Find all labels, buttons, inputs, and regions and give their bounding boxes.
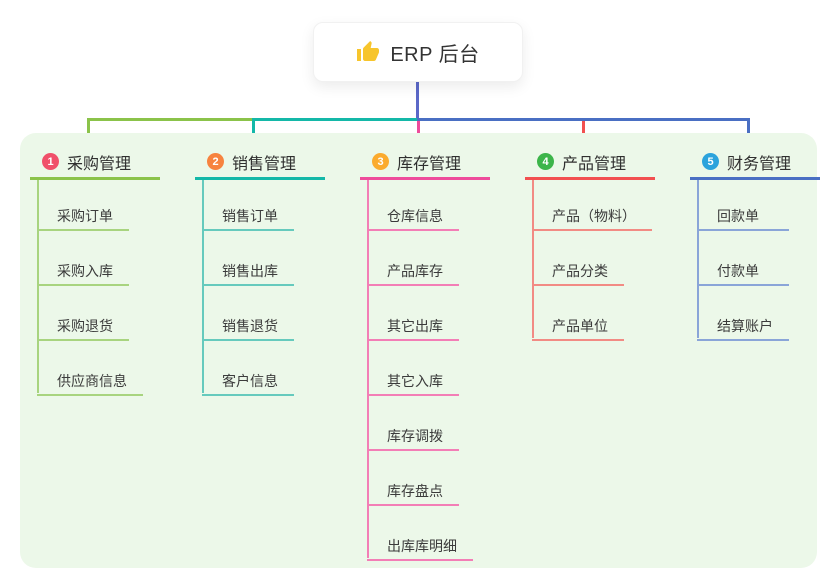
branch-number-badge: 2 — [207, 153, 224, 170]
child-node[interactable]: 产品库存 — [367, 252, 459, 286]
branch-connector-line — [532, 180, 534, 338]
branch-column-2: 2 销售管理 销售订单销售出库销售退货客户信息 — [195, 146, 345, 396]
child-node-label: 结算账户 — [717, 318, 773, 334]
child-node-label: 付款单 — [717, 263, 759, 279]
child-node-label: 供应商信息 — [57, 373, 127, 389]
child-node-label: 采购订单 — [57, 208, 113, 224]
branch-header[interactable]: 3 库存管理 — [360, 146, 490, 180]
branch-column-1: 1 采购管理 采购订单采购入库采购退货供应商信息 — [30, 146, 180, 396]
child-node[interactable]: 出库库明细 — [367, 527, 473, 561]
child-node-label: 回款单 — [717, 208, 759, 224]
branch-number-badge: 4 — [537, 153, 554, 170]
child-node-label: 其它出库 — [387, 318, 443, 334]
child-node[interactable]: 库存调拨 — [367, 417, 459, 451]
child-node-label: 产品单位 — [552, 318, 608, 334]
branch-label: 采购管理 — [67, 155, 132, 173]
child-node[interactable]: 销售退货 — [202, 307, 294, 341]
child-node[interactable]: 销售订单 — [202, 197, 294, 231]
child-node-label: 库存调拨 — [387, 428, 443, 444]
branch-connector-line — [202, 180, 204, 393]
branch-label: 销售管理 — [232, 155, 297, 173]
child-node-label: 客户信息 — [222, 373, 278, 389]
child-node[interactable]: 产品单位 — [532, 307, 624, 341]
branch-label: 产品管理 — [562, 155, 627, 173]
child-node-label: 产品库存 — [387, 263, 443, 279]
child-node[interactable]: 采购入库 — [37, 252, 129, 286]
branch-number-badge: 5 — [702, 153, 719, 170]
child-node-label: 产品分类 — [552, 263, 608, 279]
child-node[interactable]: 采购退货 — [37, 307, 129, 341]
bus-segment-1 — [87, 118, 252, 121]
branch-number-badge: 1 — [42, 153, 59, 170]
branch-label: 财务管理 — [727, 155, 792, 173]
root-node-title: ERP 后台 — [390, 43, 480, 66]
child-node[interactable]: 客户信息 — [202, 362, 294, 396]
bus-segment-2 — [252, 118, 417, 121]
child-node-label: 库存盘点 — [387, 483, 443, 499]
child-node-label: 仓库信息 — [387, 208, 443, 224]
child-node-label: 销售出库 — [222, 263, 278, 279]
branch-header[interactable]: 4 产品管理 — [525, 146, 655, 180]
branch-group-panel — [20, 133, 817, 568]
branch-label: 库存管理 — [397, 155, 462, 173]
branch-connector-line — [37, 180, 39, 393]
child-node[interactable]: 回款单 — [697, 197, 789, 231]
child-node[interactable]: 供应商信息 — [37, 362, 143, 396]
branch-column-5: 5 财务管理 回款单付款单结算账户 — [690, 146, 839, 341]
child-node[interactable]: 库存盘点 — [367, 472, 459, 506]
branch-header[interactable]: 2 销售管理 — [195, 146, 325, 180]
branch-column-3: 3 库存管理 仓库信息产品库存其它出库其它入库库存调拨库存盘点出库库明细 — [360, 146, 510, 561]
child-node[interactable]: 其它入库 — [367, 362, 459, 396]
child-node[interactable]: 付款单 — [697, 252, 789, 286]
child-node-label: 销售订单 — [222, 208, 278, 224]
root-node[interactable]: ERP 后台 — [313, 22, 523, 82]
child-node-label: 销售退货 — [222, 318, 278, 334]
child-node[interactable]: 仓库信息 — [367, 197, 459, 231]
root-stem-line — [416, 82, 419, 121]
child-node-label: 采购入库 — [57, 263, 113, 279]
child-node-label: 出库库明细 — [387, 538, 457, 554]
branch-header[interactable]: 5 财务管理 — [690, 146, 820, 180]
thumbs-up-icon — [357, 41, 380, 61]
child-node-label: 采购退货 — [57, 318, 113, 334]
child-node[interactable]: 产品分类 — [532, 252, 624, 286]
branch-header[interactable]: 1 采购管理 — [30, 146, 160, 180]
child-node[interactable]: 产品（物料） — [532, 197, 652, 231]
child-node[interactable]: 其它出库 — [367, 307, 459, 341]
child-node[interactable]: 结算账户 — [697, 307, 789, 341]
child-node[interactable]: 销售出库 — [202, 252, 294, 286]
branch-number-badge: 3 — [372, 153, 389, 170]
child-node-label: 其它入库 — [387, 373, 443, 389]
branch-connector-line — [367, 180, 369, 558]
branch-connector-line — [697, 180, 699, 338]
child-node-label: 产品（物料） — [552, 208, 636, 224]
bus-segment-3 — [417, 118, 750, 121]
child-node[interactable]: 采购订单 — [37, 197, 129, 231]
branch-column-4: 4 产品管理 产品（物料） 产品分类产品单位 — [525, 146, 675, 341]
